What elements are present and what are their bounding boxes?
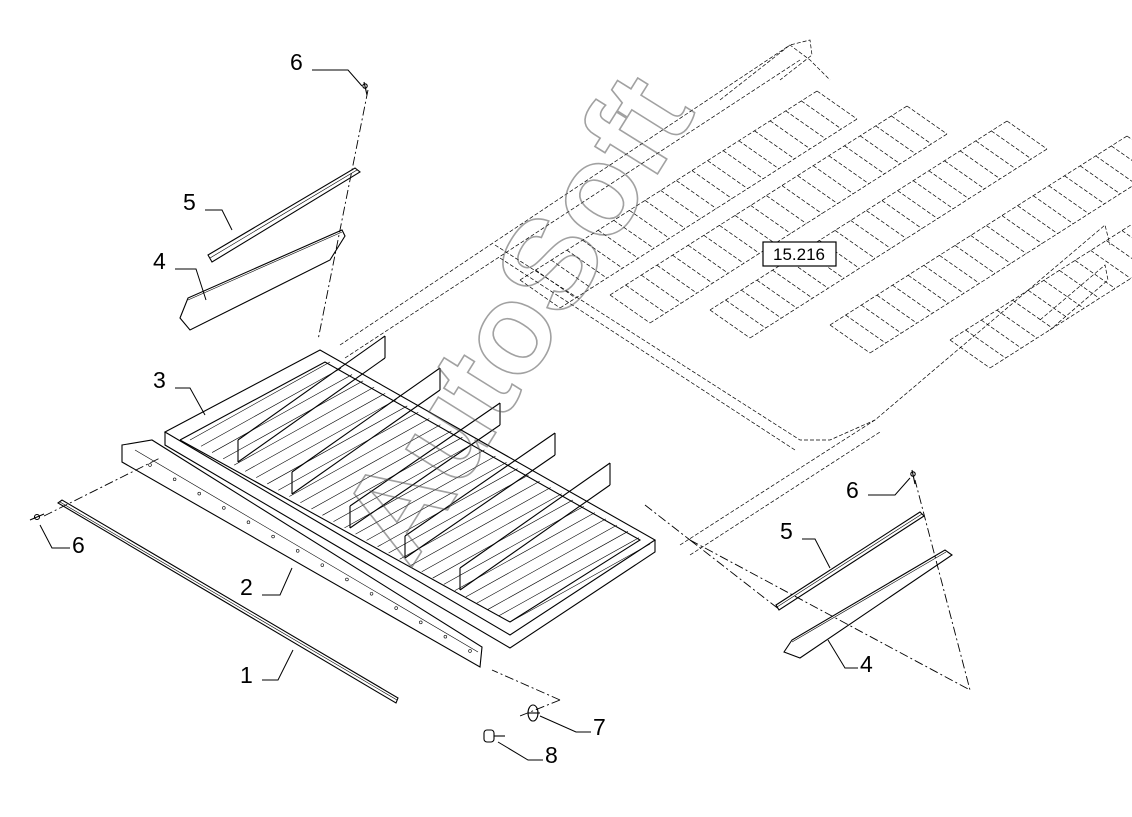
tray-assembly bbox=[163, 335, 657, 649]
callouts: 6 5 4 3 6 2 1 6 5 4 7 8 bbox=[39, 49, 911, 768]
callout-7: 7 bbox=[593, 714, 606, 740]
watermark-text: AutoSoft bbox=[312, 51, 720, 585]
center-lines bbox=[43, 89, 971, 717]
callout-6-right: 6 bbox=[846, 477, 859, 503]
bottom-strip bbox=[57, 499, 399, 704]
callout-1: 1 bbox=[240, 662, 253, 688]
callout-4-right: 4 bbox=[860, 651, 873, 677]
lower-right-parts bbox=[775, 469, 953, 659]
callout-6-top: 6 bbox=[290, 49, 303, 75]
callout-3: 3 bbox=[153, 367, 166, 393]
background-conveyor-assembly bbox=[339, 39, 1132, 556]
callout-5-top: 5 bbox=[183, 189, 196, 215]
callout-8: 8 bbox=[545, 742, 558, 768]
callout-6-left: 6 bbox=[72, 532, 85, 558]
small-hardware bbox=[29, 513, 540, 743]
callout-2: 2 bbox=[240, 574, 253, 600]
callout-5-right: 5 bbox=[780, 518, 793, 544]
reference-number: 15.216 bbox=[773, 245, 825, 264]
front-plate bbox=[121, 439, 483, 668]
callout-4-top: 4 bbox=[153, 248, 166, 274]
upper-left-parts bbox=[179, 81, 368, 331]
reference-box: 15.216 bbox=[762, 241, 837, 267]
